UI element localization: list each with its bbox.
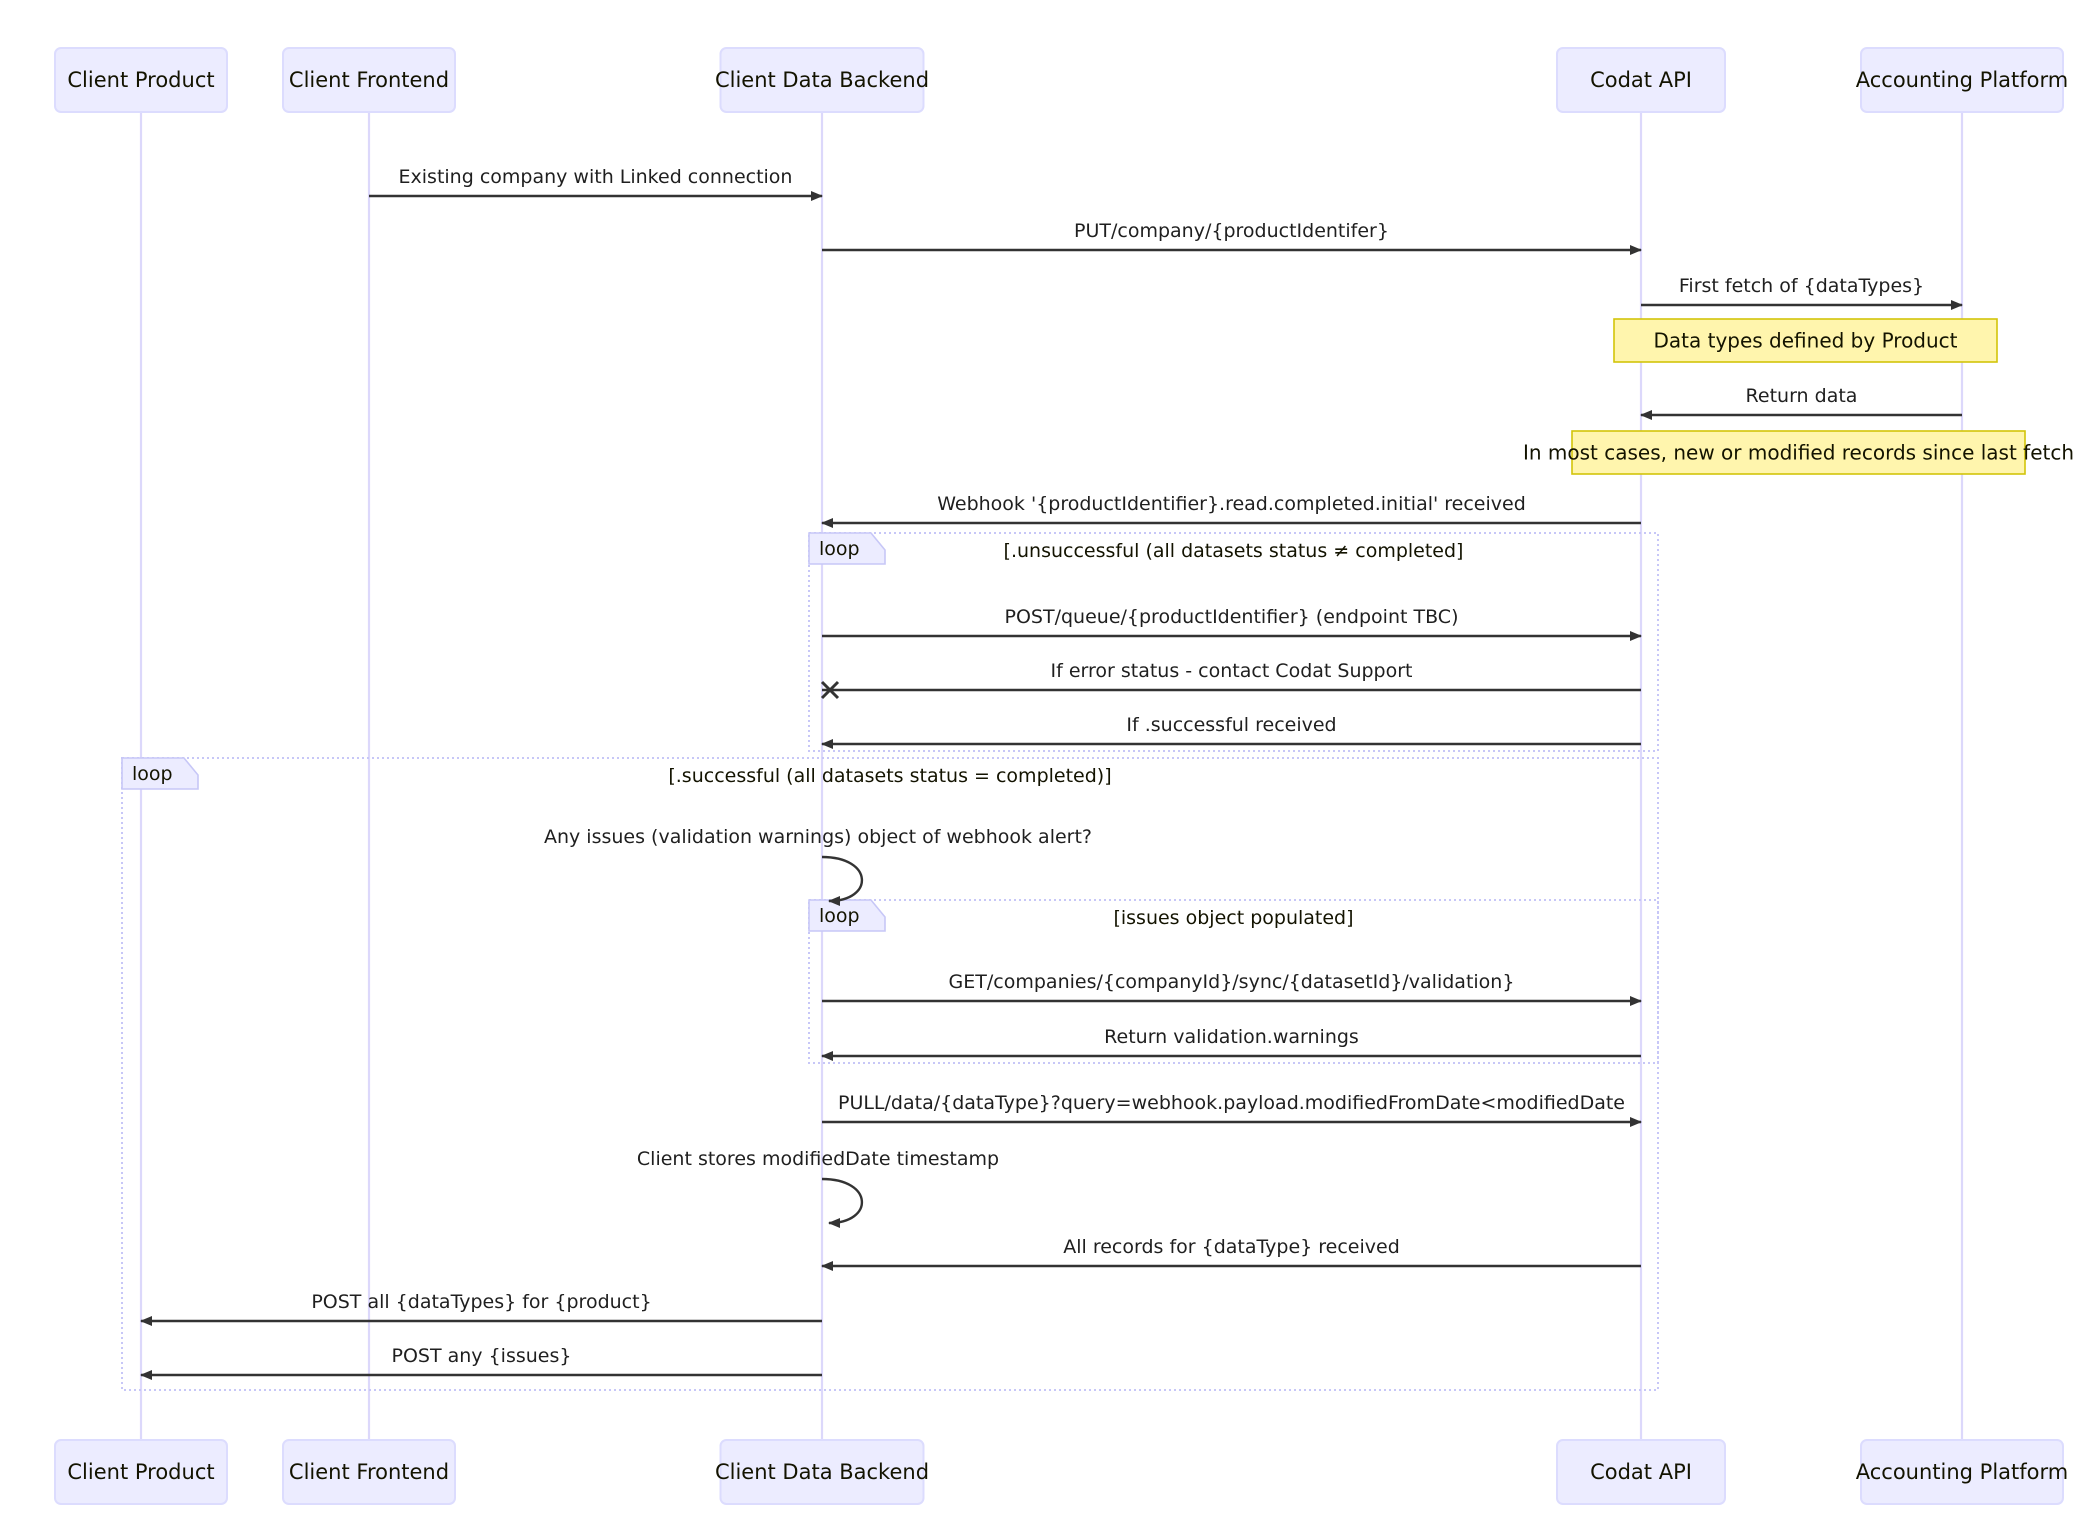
actor-box-accounting-platform-top: [1860, 47, 2064, 113]
fragments-layer: loop [.unsuccessful (all datasets status …: [121, 532, 1659, 1391]
message-arrow-m9: [821, 855, 864, 906]
message-m13: Client stores modifiedDate timestamp: [637, 1148, 999, 1228]
actor-label-accounting-platform-bottom: Accounting Platform: [1856, 1460, 2069, 1484]
actor-box-client-product-bottom: [54, 1439, 228, 1505]
actor-label-accounting-platform-top: Accounting Platform: [1856, 68, 2069, 92]
fragment-frame-loop-issues-populated: [808, 899, 1659, 1064]
fragment-tag-label-loop-successful: loop: [132, 763, 173, 785]
actor-accounting-platform-bottom: Accounting Platform: [1856, 1439, 2069, 1505]
actor-box-client-product-top: [54, 47, 228, 113]
note-note-modified-records: In most cases, new or modified records s…: [1523, 430, 2074, 475]
messages-layer: Existing company with Linked connectionP…: [140, 166, 1963, 1380]
fragment-condition-loop-successful: [.successful (all datasets status = comp…: [668, 765, 1111, 787]
fragment-loop-issues-populated: loop [issues object populated]: [808, 899, 1659, 1064]
message-label-m8: If .successful received: [1126, 714, 1336, 736]
message-label-m4: Return data: [1746, 385, 1858, 407]
message-label-m12: PULL/data/{dataType}?query=webhook.paylo…: [838, 1092, 1625, 1114]
message-label-m14: All records for {dataType} received: [1063, 1236, 1400, 1258]
actor-box-client-data-backend-top: [719, 47, 925, 113]
actor-box-codat-api-bottom: [1556, 1439, 1726, 1505]
actors-bottom-layer: Client Product Client Frontend Client Data…: [54, 1439, 2069, 1505]
note-rect-note-data-types: [1613, 318, 1998, 363]
actor-box-codat-api-top: [1556, 47, 1726, 113]
message-m11: Return validation.warnings: [821, 1026, 1641, 1061]
actor-box-client-frontend-bottom: [282, 1439, 456, 1505]
actor-label-codat-api-bottom: Codat API: [1590, 1460, 1692, 1484]
actor-label-client-product-bottom: Client Product: [67, 1460, 214, 1484]
message-label-m6: POST/queue/{productIdentifier} (endpoint…: [1005, 606, 1459, 628]
actor-label-client-data-backend-top: Client Data Backend: [715, 68, 929, 92]
actor-client-frontend-bottom: Client Frontend: [282, 1439, 456, 1505]
message-m4: Return data: [1640, 385, 1962, 420]
actor-label-client-product-top: Client Product: [67, 68, 214, 92]
message-m1: Existing company with Linked connection: [369, 166, 823, 201]
actor-client-frontend-top: Client Frontend: [282, 47, 456, 113]
actor-label-client-frontend-top: Client Frontend: [289, 68, 449, 92]
actor-box-client-data-backend-bottom: [719, 1439, 925, 1505]
fragment-loop-unsuccessful: loop [.unsuccessful (all datasets status …: [808, 532, 1659, 752]
message-m12: PULL/data/{dataType}?query=webhook.paylo…: [822, 1092, 1642, 1127]
note-label-note-modified-records: In most cases, new or modified records s…: [1523, 441, 2074, 465]
message-cross-marker-m7: [820, 680, 840, 700]
fragment-condition-loop-issues-populated: [issues object populated]: [1113, 907, 1353, 929]
message-m14: All records for {dataType} received: [821, 1236, 1641, 1271]
message-label-m13: Client stores modifiedDate timestamp: [637, 1148, 999, 1170]
fragment-tag-label-loop-issues-populated: loop: [819, 905, 860, 927]
message-label-m16: POST any {issues}: [392, 1345, 572, 1367]
message-arrow-m13: [821, 1177, 864, 1228]
fragment-loop-successful: loop [.successful (all datasets status = …: [121, 757, 1659, 1391]
message-label-m9: Any issues (validation warnings) object …: [544, 826, 1092, 848]
actor-label-client-frontend-bottom: Client Frontend: [289, 1460, 449, 1484]
note-note-data-types: Data types defined by Product: [1613, 318, 1998, 363]
actor-client-data-backend-bottom: Client Data Backend: [715, 1439, 929, 1505]
message-label-m2: PUT/company/{productIdentifer}: [1074, 220, 1389, 242]
actor-box-client-frontend-top: [282, 47, 456, 113]
actors-top-layer: Client Product Client Frontend Client Data…: [54, 47, 2069, 113]
actor-client-product-bottom: Client Product: [54, 1439, 228, 1505]
fragment-frame-loop-successful: [121, 757, 1659, 1391]
fragment-tag-shape-loop-unsuccessful: [808, 532, 886, 565]
message-label-m3: First fetch of {dataTypes}: [1679, 275, 1924, 297]
message-m15: POST all {dataTypes} for {product}: [140, 1291, 822, 1326]
actor-codat-api-top: Codat API: [1556, 47, 1726, 113]
message-label-m7: If error status - contact Codat Support: [1050, 660, 1412, 682]
note-rect-note-modified-records: [1571, 430, 2026, 475]
message-label-m1: Existing company with Linked connection: [399, 166, 793, 188]
actor-accounting-platform-top: Accounting Platform: [1856, 47, 2069, 113]
message-m7: If error status - contact Codat Support: [820, 660, 1641, 700]
actor-client-data-backend-top: Client Data Backend: [715, 47, 929, 113]
message-m6: POST/queue/{productIdentifier} (endpoint…: [822, 606, 1642, 641]
notes-layer: Data types defined by Product In most cas…: [1523, 318, 2074, 475]
message-label-m15: POST all {dataTypes} for {product}: [311, 1291, 651, 1313]
message-m5: Webhook '{productIdentifier}.read.comple…: [821, 493, 1641, 528]
message-m2: PUT/company/{productIdentifer}: [822, 220, 1642, 255]
fragment-condition-loop-unsuccessful: [.unsuccessful (all datasets status ≠ co…: [1004, 540, 1464, 562]
message-label-m11: Return validation.warnings: [1104, 1026, 1359, 1048]
fragment-tag-shape-loop-issues-populated: [808, 899, 886, 932]
message-label-m5: Webhook '{productIdentifier}.read.comple…: [937, 493, 1526, 515]
note-label-note-data-types: Data types defined by Product: [1653, 329, 1957, 353]
actor-label-client-data-backend-bottom: Client Data Backend: [715, 1460, 929, 1484]
actor-label-codat-api-top: Codat API: [1590, 68, 1692, 92]
fragment-tag-shape-loop-successful: [121, 757, 199, 790]
fragment-tag-label-loop-unsuccessful: loop: [819, 538, 860, 560]
message-label-m10: GET/companies/{companyId}/sync/{datasetI…: [949, 971, 1515, 993]
message-m10: GET/companies/{companyId}/sync/{datasetI…: [822, 971, 1642, 1006]
message-m16: POST any {issues}: [140, 1345, 822, 1380]
actor-client-product-top: Client Product: [54, 47, 228, 113]
actor-box-accounting-platform-bottom: [1860, 1439, 2064, 1505]
actor-codat-api-bottom: Codat API: [1556, 1439, 1726, 1505]
message-m9: Any issues (validation warnings) object …: [544, 826, 1092, 906]
fragment-frame-loop-unsuccessful: [808, 532, 1659, 752]
message-m8: If .successful received: [821, 714, 1641, 749]
message-m3: First fetch of {dataTypes}: [1641, 275, 1963, 310]
